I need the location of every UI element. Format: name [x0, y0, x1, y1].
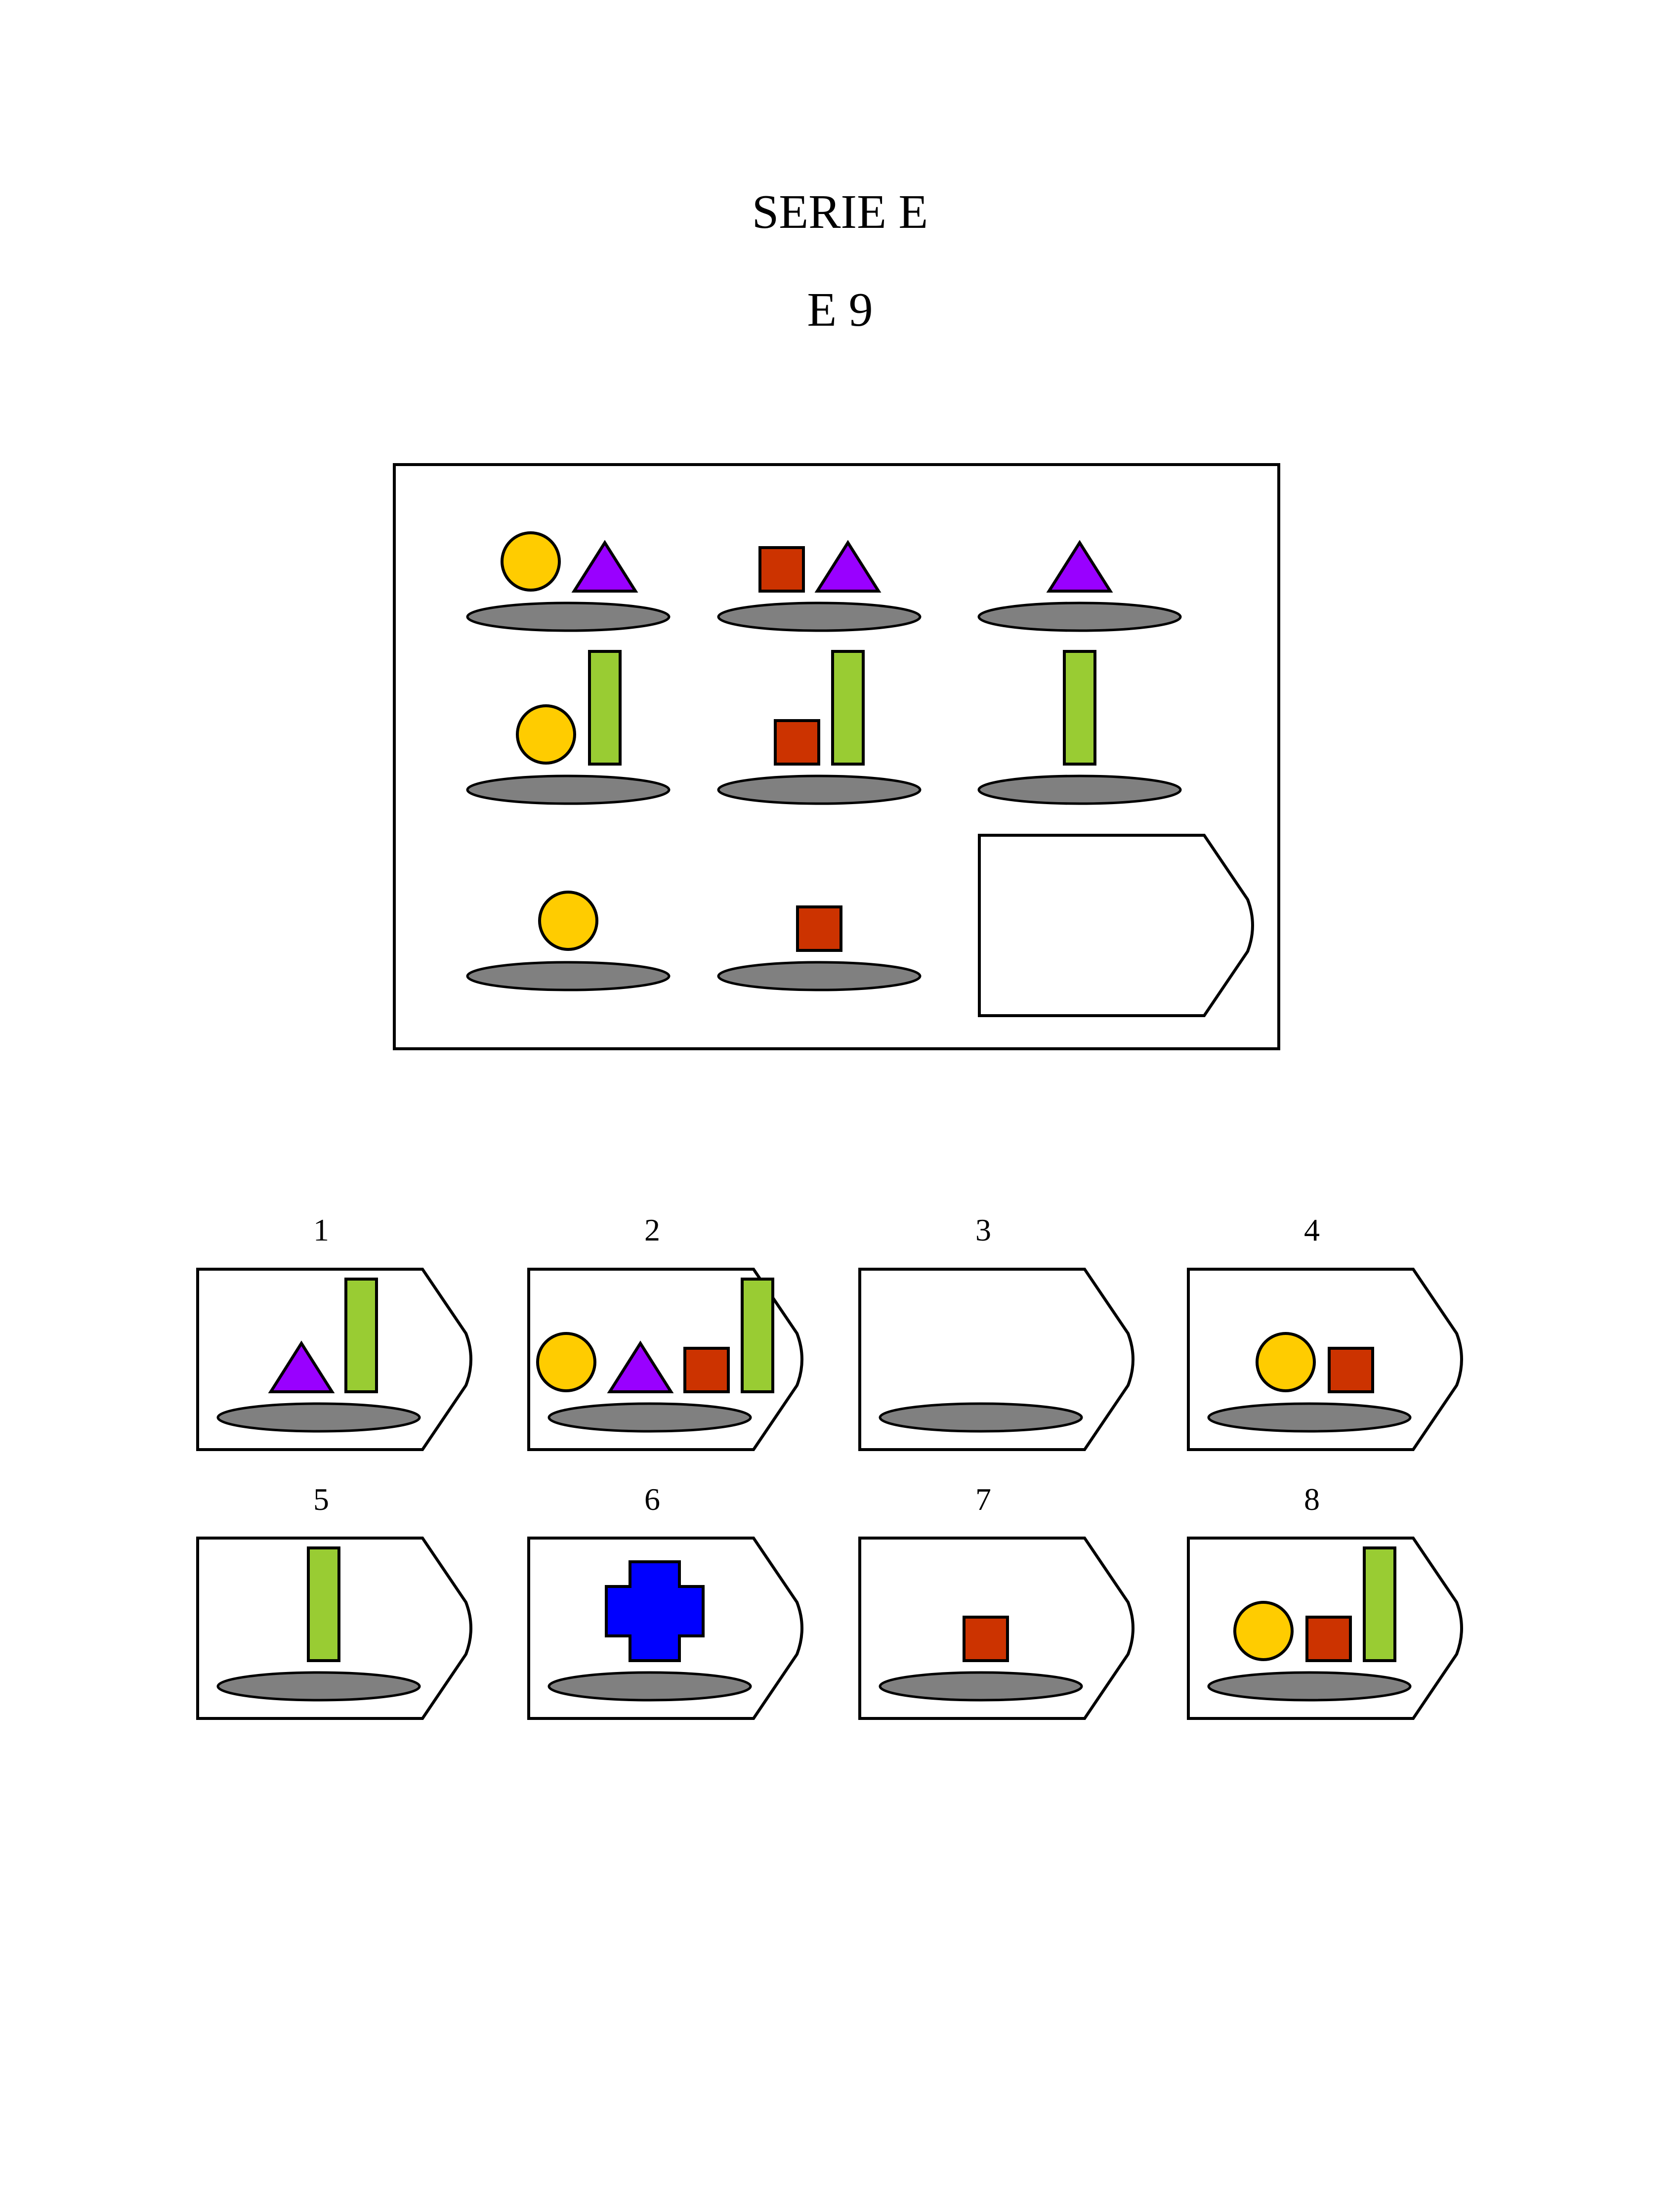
option-number-3: 3 — [975, 1212, 991, 1247]
option-6[interactable] — [527, 1537, 803, 1720]
matrix-cell-3-2 — [717, 905, 922, 991]
matrix-cell-2-2 — [717, 650, 922, 805]
plate — [466, 961, 671, 991]
plate — [466, 601, 671, 632]
option-5[interactable] — [196, 1537, 472, 1720]
matrix-cell-1-1 — [466, 531, 671, 632]
plate — [717, 961, 922, 991]
square-shape — [683, 1347, 730, 1393]
matrix-cell-1-3 — [977, 540, 1182, 632]
square-shape — [1305, 1616, 1352, 1662]
option-number-5: 5 — [313, 1482, 329, 1517]
option-plate — [1207, 1671, 1412, 1702]
option-number-1: 1 — [313, 1212, 329, 1247]
option-plate — [216, 1671, 421, 1702]
matrix-cell-1-2 — [717, 540, 922, 632]
square-shape — [758, 546, 805, 593]
option-7[interactable] — [858, 1537, 1134, 1720]
option-plate — [879, 1671, 1083, 1702]
option-2[interactable] — [527, 1268, 803, 1451]
bar-shape — [588, 650, 622, 766]
bar-shape — [831, 650, 865, 766]
triangle-shape — [607, 1340, 674, 1393]
bar-shape — [1063, 650, 1096, 766]
missing-piece-outline — [978, 834, 1254, 1017]
missing-piece-slot — [978, 834, 1254, 1017]
matrix-cell-2-1 — [466, 650, 671, 805]
square-shape — [796, 905, 842, 952]
option-3[interactable] — [858, 1268, 1134, 1451]
matrix-cell-3-3 — [978, 834, 1254, 1017]
circle-shape — [538, 891, 598, 951]
option-1[interactable] — [196, 1268, 472, 1451]
cross-shape — [605, 1560, 705, 1662]
circle-shape — [536, 1332, 596, 1392]
triangle-shape — [268, 1340, 335, 1393]
square-shape — [963, 1616, 1009, 1662]
bar-shape — [307, 1546, 340, 1662]
option-number-8: 8 — [1304, 1482, 1320, 1517]
plate — [977, 774, 1182, 805]
option-plate — [547, 1671, 752, 1702]
option-plate — [547, 1402, 752, 1433]
option-plate — [879, 1402, 1083, 1433]
item-title: E 9 — [807, 283, 873, 337]
triangle-shape — [571, 540, 638, 593]
option-plate — [216, 1402, 421, 1433]
bar-shape — [741, 1278, 774, 1393]
circle-shape — [516, 704, 576, 765]
bar-shape — [1363, 1546, 1396, 1662]
triangle-shape — [1046, 540, 1113, 593]
plate — [977, 601, 1182, 632]
matrix-cells — [466, 531, 1254, 1017]
triangle-shape — [814, 540, 882, 593]
series-title: SERIE E — [752, 185, 928, 239]
circle-shape — [501, 531, 561, 592]
option-number-7: 7 — [975, 1482, 991, 1517]
option-number-2: 2 — [644, 1212, 660, 1247]
square-shape — [1328, 1347, 1374, 1393]
option-number-4: 4 — [1304, 1212, 1320, 1247]
plate — [466, 774, 671, 805]
bar-shape — [344, 1278, 378, 1393]
plate — [717, 774, 922, 805]
option-8[interactable] — [1187, 1537, 1463, 1720]
option-4[interactable] — [1187, 1268, 1463, 1451]
matrix-cell-2-3 — [977, 650, 1182, 805]
plate — [717, 601, 922, 632]
square-shape — [774, 719, 820, 766]
circle-shape — [1256, 1332, 1316, 1392]
matrix-cell-3-1 — [466, 891, 671, 991]
circle-shape — [1233, 1601, 1294, 1661]
answer-options — [196, 1268, 1463, 1720]
option-number-6: 6 — [644, 1482, 660, 1517]
option-plate — [1207, 1402, 1412, 1433]
